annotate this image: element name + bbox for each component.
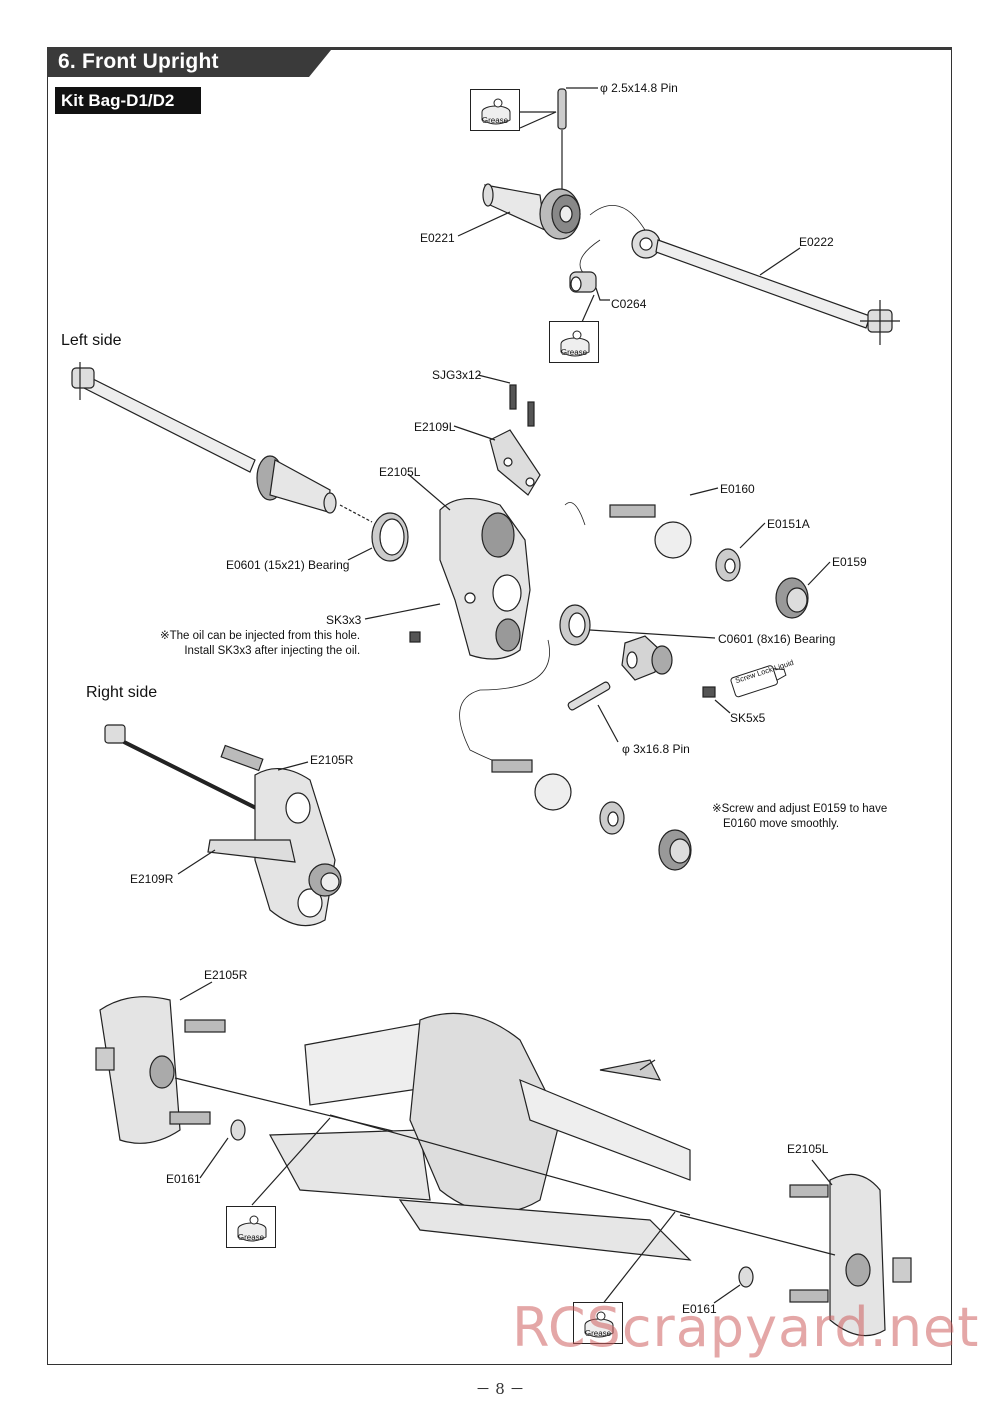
grease-jar-icon: Grease (573, 1302, 623, 1344)
right-side-heading: Right side (86, 684, 158, 701)
part-label-e2105r-bottom: E2105R (204, 968, 248, 982)
adjust-note-line1: ※Screw and adjust E0159 to have (712, 803, 888, 815)
part-label-sjg3x12: SJG3x12 (432, 368, 482, 382)
part-label-e0221: E0221 (420, 231, 455, 245)
part-label-c0264: C0264 (611, 297, 647, 311)
title-bar (47, 47, 952, 77)
grease-label: Grease (584, 1329, 612, 1338)
oil-note-line2: Install SK3x3 after injecting the oil. (184, 645, 361, 657)
pin-25-part (557, 88, 567, 130)
part-label-c0601: C0601 (8x16) Bearing (718, 632, 836, 646)
part-label-pin-3: φ 3x16.8 Pin (622, 742, 690, 756)
part-label-e0601: E0601 (15x21) Bearing (226, 558, 350, 572)
page-title: 6. Front Upright (58, 50, 219, 73)
part-label-e2105r-mid: E2105R (310, 753, 354, 767)
oil-note-line1: ※The oil can be injected from this hole. (160, 630, 361, 642)
kit-bag-label: Kit Bag-D1/D2 (55, 87, 201, 114)
part-label-e0160: E0160 (720, 482, 755, 496)
grease-jar-icon: Grease (549, 321, 599, 363)
grease-jar-icon: Grease (470, 89, 520, 131)
part-label-e2109r: E2109R (130, 872, 174, 886)
part-label-e2105l-bottom: E2105L (787, 1142, 829, 1156)
part-label-e0151a: E0151A (767, 517, 810, 531)
watermark: RCScrapyard.net (512, 1296, 980, 1359)
part-label-e0161-right: E0161 (682, 1302, 717, 1316)
adjust-note-line2: E0160 move smoothly. (723, 818, 840, 830)
grease-label: Grease (560, 348, 588, 357)
part-label-e2105l-top: E2105L (379, 465, 421, 479)
screw-lock-bottle-icon (730, 665, 787, 698)
part-label-sk5x5: SK5x5 (730, 711, 766, 725)
adjust-note: ※Screw and adjust E0159 to have E0160 mo… (712, 802, 887, 832)
left-side-heading: Left side (61, 332, 122, 349)
page-number: － 8 － (475, 1380, 525, 1398)
part-label-e0222: E0222 (799, 235, 834, 249)
part-label-sk3x3: SK3x3 (326, 613, 362, 627)
part-label-e0159: E0159 (832, 555, 867, 569)
part-label-e2109l: E2109L (414, 420, 456, 434)
grease-jar-icon: Grease (226, 1206, 276, 1248)
part-label-pin-25: φ 2.5x14.8 Pin (600, 81, 678, 95)
part-label-e0161-left: E0161 (166, 1172, 201, 1186)
grease-label: Grease (481, 116, 509, 125)
grease-label: Grease (237, 1233, 265, 1242)
oil-injection-note: ※The oil can be injected from this hole.… (160, 629, 360, 659)
